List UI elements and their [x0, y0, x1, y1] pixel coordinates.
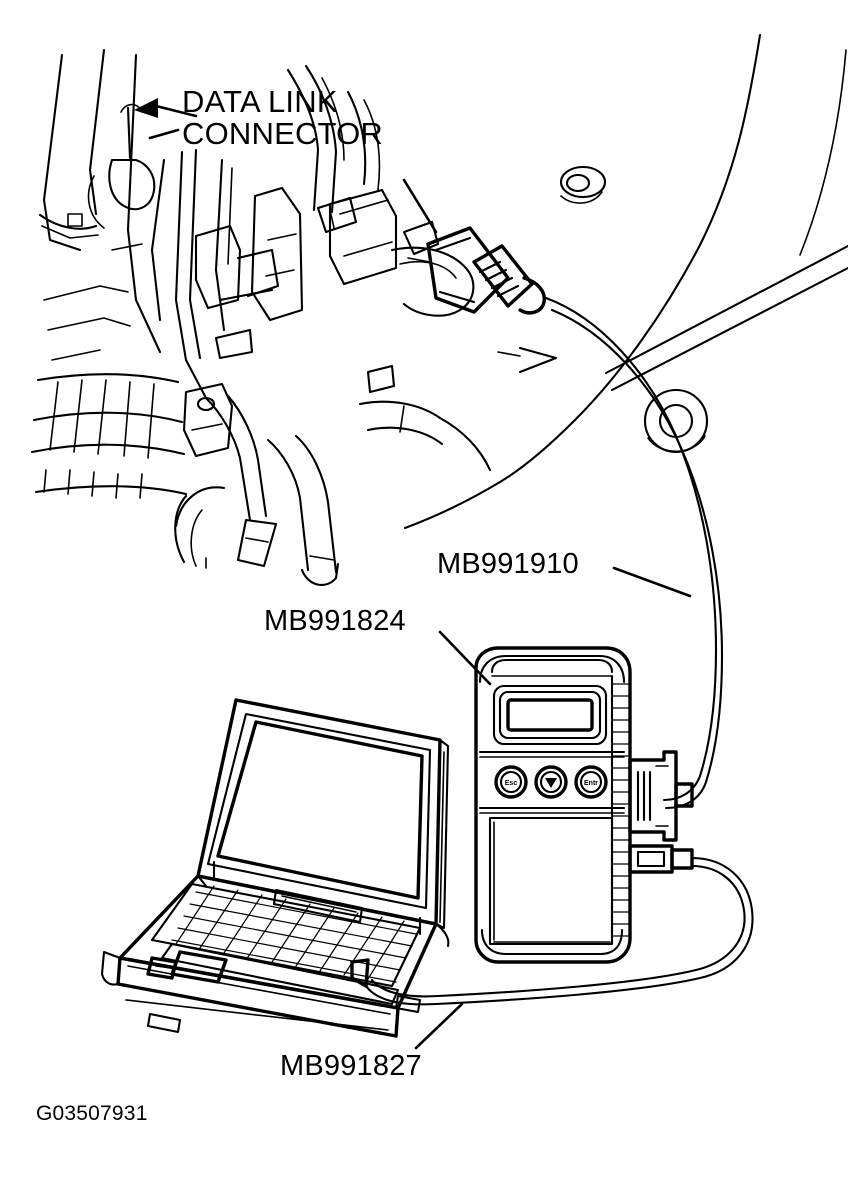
scan-tool-mb991824[interactable]: Esc Entr [474, 646, 694, 964]
escape-button-label: Esc [505, 780, 518, 787]
dash-panel-contour [403, 33, 847, 530]
mb991827-label: MB991827 [280, 1050, 422, 1082]
dlc-cable-neck [518, 276, 546, 315]
dlc-label-line1: DATA LINK [182, 84, 338, 119]
scan-tool-display [492, 684, 608, 746]
scan-tool-lcd [506, 698, 594, 732]
figure-id-label: G03507931 [36, 1102, 148, 1125]
down-arrow-icon [545, 778, 557, 788]
dlc-leader-line-2 [148, 128, 180, 140]
dlc-leader-line [154, 104, 198, 118]
scan-tool-side-ribs [610, 674, 632, 942]
hood-release-handle [87, 103, 156, 229]
dlc-strain-relief [472, 244, 534, 308]
mb991910-label: MB991910 [437, 548, 579, 580]
laptop-keyboard[interactable] [150, 882, 422, 988]
laptop-palmrest [160, 942, 400, 1006]
dlc-pointer [402, 178, 438, 234]
down-button[interactable] [534, 765, 568, 799]
scan-tool-bottom-cap [480, 928, 624, 956]
connector-block-detail [316, 196, 358, 234]
dsub-port[interactable] [628, 750, 694, 842]
laptop-computer[interactable] [100, 698, 450, 1038]
laptop-lid-latch [272, 888, 364, 924]
center-bracket [250, 186, 304, 322]
touchpad-buttons[interactable] [146, 956, 178, 980]
floor-ribs [30, 373, 188, 499]
enter-button-label: Entr [584, 780, 598, 787]
laptop-screen [216, 720, 424, 900]
cross-member-structure [194, 224, 280, 360]
data-link-connector-assembly [402, 220, 546, 315]
accelerator-pedal [266, 434, 340, 587]
escape-button[interactable]: Esc [494, 765, 528, 799]
dlc-leader-arrowhead [134, 98, 158, 118]
wiring-loom-center [174, 148, 233, 400]
lower-trim-lines [358, 400, 492, 472]
grommet-upper [559, 165, 607, 204]
sill-trim-edges [604, 244, 848, 392]
relay-box [328, 188, 398, 394]
left-pillar-trim [38, 48, 106, 252]
enter-button[interactable]: Entr [574, 765, 608, 799]
steering-column-shroud [174, 486, 226, 569]
direction-arrow [497, 346, 558, 374]
scan-tool-keypad[interactable]: Esc Entr [494, 765, 608, 799]
mb991824-leader [438, 630, 492, 686]
laptop-port[interactable] [394, 994, 422, 1014]
dlc-connector-body [426, 226, 510, 314]
scan-tool-top-cap [478, 654, 626, 684]
vehicle-underdash-illustration [30, 33, 848, 587]
dlc-socket-bracket [402, 220, 440, 256]
brake-pedal [204, 394, 278, 568]
duct-brackets [43, 53, 166, 361]
hose-bundle-right [286, 64, 381, 214]
serial-port[interactable] [628, 844, 694, 874]
laptop-touchpad[interactable] [146, 950, 228, 984]
harness-cable-mb991910 [544, 296, 724, 810]
mb991824-label: MB991824 [264, 605, 406, 637]
mb991827-leader [414, 1002, 464, 1050]
dlc-label-line2: CONNECTOR [182, 116, 383, 151]
text-labels: DATA LINK CONNECTOR MB991910 MB991824 MB… [36, 84, 579, 1125]
scan-tool-lower-panel [488, 816, 614, 946]
mb991910-leader [612, 566, 692, 598]
callout-leaders [134, 98, 692, 1050]
pedal-bracket [182, 382, 234, 458]
